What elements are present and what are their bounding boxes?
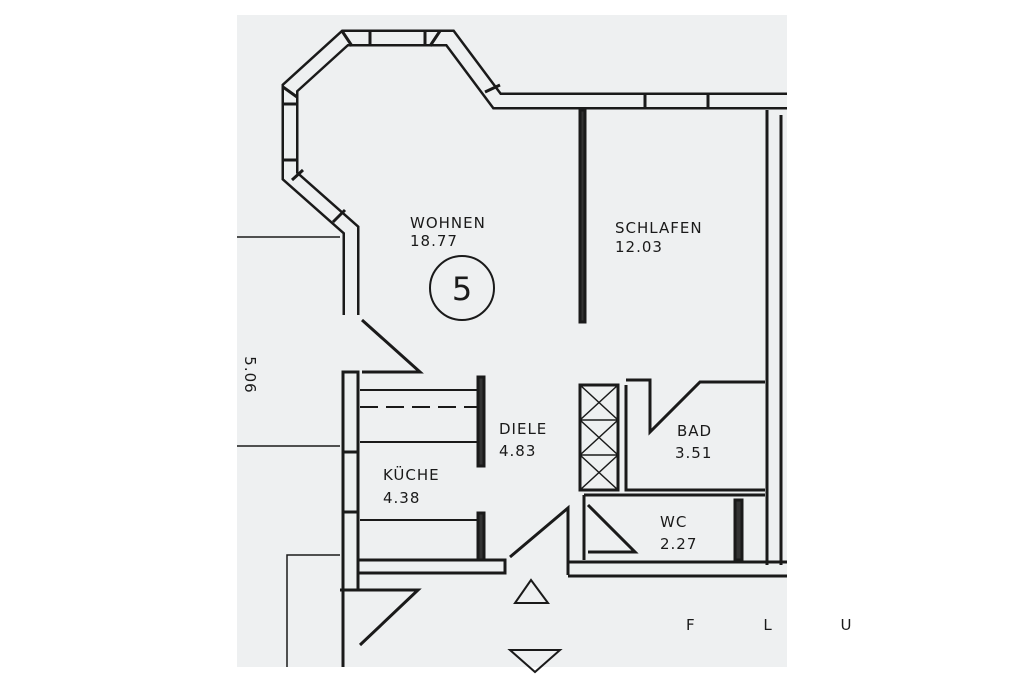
exterior-wall: [281, 29, 787, 315]
room-name-kueche: KÜCHE: [383, 465, 440, 484]
room-area-wohnen: 18.77: [410, 232, 458, 250]
room-name-schlafen: SCHLAFEN: [615, 219, 703, 237]
room-area-wc: 2.27: [660, 535, 697, 553]
room-area-diele: 4.83: [499, 442, 536, 460]
interior-walls: [237, 108, 787, 674]
room-name-bad: BAD: [677, 422, 712, 440]
room-area-schlafen: 12.03: [615, 238, 663, 256]
unit-number: 5: [452, 270, 472, 308]
room-name-wohnen: WOHNEN: [410, 214, 486, 232]
corridor-label: F L U: [686, 616, 884, 634]
plan-background: [237, 15, 787, 667]
side-dimension: 5.06: [241, 356, 259, 393]
room-name-wc: WC: [660, 513, 687, 531]
room-area-bad: 3.51: [675, 444, 712, 462]
room-name-diele: DIELE: [499, 420, 547, 438]
unit-number-circle: [429, 255, 495, 321]
room-area-kueche: 4.38: [383, 489, 420, 507]
